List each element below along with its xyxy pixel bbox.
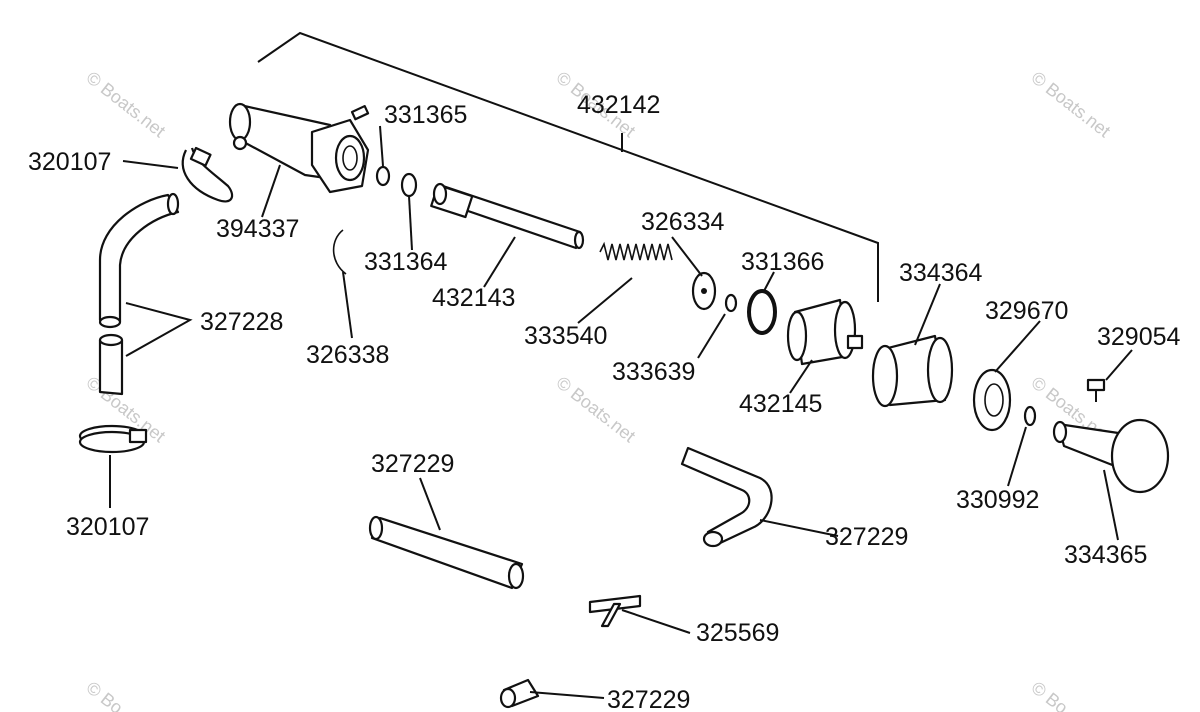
callout-329054[interactable]: 329054 [1097, 323, 1181, 351]
part-432145-valve-body[interactable] [786, 298, 864, 366]
part-326334-washer[interactable] [691, 271, 717, 311]
part-325569-tee-fitting[interactable] [588, 594, 642, 628]
part-327229-hose-short[interactable] [499, 678, 540, 709]
callout-320107-top[interactable]: 320107 [28, 148, 111, 176]
callout-432143[interactable]: 432143 [432, 284, 515, 312]
watermark: © Boats.net [1028, 67, 1115, 141]
part-333639-o-ring[interactable] [724, 293, 738, 313]
watermark: © Bo [1028, 677, 1072, 712]
part-329054-screw[interactable] [1086, 378, 1106, 402]
callout-326338[interactable]: 326338 [306, 341, 389, 369]
callout-331365[interactable]: 331365 [384, 101, 467, 129]
callout-330992[interactable]: 330992 [956, 486, 1039, 514]
part-327229-hose-bent[interactable] [680, 446, 773, 548]
part-320107-clamp-top[interactable] [181, 146, 234, 203]
callout-325569[interactable]: 325569 [696, 619, 779, 647]
watermark: © Bo [83, 677, 127, 712]
callout-331366[interactable]: 331366 [741, 248, 824, 276]
watermark: © Boats.net [83, 67, 170, 141]
callout-327229-straight[interactable]: 327229 [371, 450, 454, 478]
part-320107-clamp-bottom[interactable] [78, 424, 148, 454]
callout-333540[interactable]: 333540 [524, 322, 607, 350]
part-329670-gasket[interactable] [972, 368, 1012, 432]
callout-320107-bottom[interactable]: 320107 [66, 513, 149, 541]
part-331364-o-ring[interactable] [400, 172, 418, 198]
part-432143-plunger[interactable] [430, 182, 585, 250]
callout-327228[interactable]: 327228 [200, 308, 283, 336]
part-331365-o-ring[interactable] [375, 165, 391, 187]
assembly-bracket [257, 31, 879, 302]
leader-lines [109, 125, 1133, 699]
part-394337-housing[interactable] [228, 102, 370, 194]
callout-labels: 432142 331365 320107 394337 331364 32633… [28, 91, 1181, 712]
callout-326334[interactable]: 326334 [641, 208, 725, 236]
part-334365-knob[interactable] [1052, 418, 1170, 494]
callout-327229-bent[interactable]: 327229 [825, 523, 908, 551]
callout-334364[interactable]: 334364 [899, 259, 983, 287]
part-330992-o-ring[interactable] [1023, 405, 1037, 427]
part-326338-retaining-ring[interactable] [332, 229, 347, 275]
callout-432142[interactable]: 432142 [577, 91, 660, 119]
part-327229-hose-straight[interactable] [368, 515, 525, 590]
part-327228-hose[interactable] [98, 192, 180, 396]
callout-394337[interactable]: 394337 [216, 215, 299, 243]
watermarks: © Boats.net © Boats.net © Boats.net © Bo… [83, 67, 1115, 712]
callout-333639[interactable]: 333639 [612, 358, 695, 386]
callout-432145[interactable]: 432145 [739, 390, 822, 418]
callout-327229-short[interactable]: 327229 [607, 686, 690, 712]
part-333540-spring[interactable] [599, 241, 673, 261]
callout-334365[interactable]: 334365 [1064, 541, 1147, 569]
callout-331364[interactable]: 331364 [364, 248, 448, 276]
part-331366-o-ring[interactable] [747, 289, 777, 335]
part-334364-nut[interactable] [871, 334, 954, 408]
callout-329670[interactable]: 329670 [985, 297, 1068, 325]
